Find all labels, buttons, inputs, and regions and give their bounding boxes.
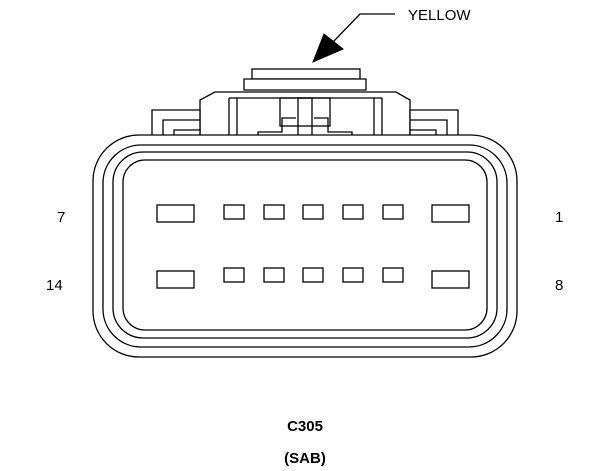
terminal-cavity (223, 204, 245, 220)
callout-arrow (312, 13, 395, 63)
pin-label-7: 7 (57, 209, 65, 226)
terminal-cavity (223, 267, 245, 283)
callout-label: YELLOW (408, 7, 471, 24)
terminal-cavity (263, 267, 285, 283)
terminal-cavity (342, 204, 364, 220)
terminal-cavity (156, 270, 195, 289)
terminal-cavity (302, 204, 324, 220)
terminal-cavity (156, 204, 195, 223)
pin-label-14: 14 (46, 277, 63, 294)
connector-body (92, 134, 518, 358)
pin-label-1: 1 (555, 209, 563, 226)
pin-label-8: 8 (555, 277, 563, 294)
terminal-row-top (156, 204, 470, 223)
connector-latch (151, 68, 459, 141)
terminal-cavity (342, 267, 364, 283)
terminal-cavity (431, 204, 470, 223)
terminal-cavity (382, 267, 404, 283)
connector-subtitle: (SAB) (284, 450, 326, 467)
terminal-row-bottom (156, 267, 470, 289)
terminal-cavity (382, 204, 404, 220)
terminal-cavity (431, 270, 470, 289)
terminal-cavity (302, 267, 324, 283)
terminal-cavity (263, 204, 285, 220)
connector-id: C305 (287, 418, 323, 435)
